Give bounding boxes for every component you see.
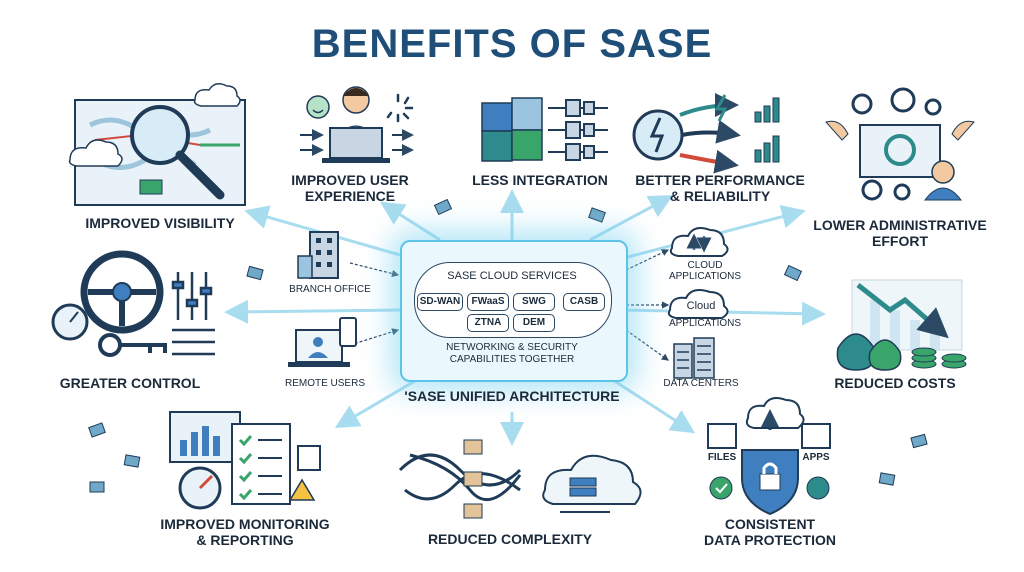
service-pill-dem: DEM	[513, 314, 555, 332]
improved-user-experience-label: IMPROVED USER EXPERIENCE	[270, 172, 430, 204]
cloud-badge-label: Cloud	[686, 300, 716, 312]
applications-cloud-icon	[667, 289, 729, 319]
apps-label: APPS	[802, 452, 830, 463]
improved-visibility-label: IMPROVED VISIBILITY	[85, 215, 235, 231]
greater-control-label: GREATER CONTROL	[59, 375, 201, 391]
branch-office-icon	[297, 231, 339, 279]
better-performance-line1: BETTER PERFORMANCE	[635, 172, 805, 188]
reduced-costs-label: REDUCED COSTS	[834, 375, 956, 391]
decorative-envelopes	[88, 198, 928, 493]
improved-monitoring-label: IMPROVED MONITORING & REPORTING	[150, 516, 340, 548]
connector-lines	[349, 249, 670, 361]
cloud-applications-label-line1: CLOUD	[687, 260, 723, 271]
lower-administrative-effort-line1: LOWER ADMINISTRATIVE	[813, 217, 987, 233]
consistent-data-protection-line2: DATA PROTECTION	[704, 532, 836, 548]
hub-caption-line2: CAPABILITIES TOGETHER	[449, 354, 575, 365]
improved-monitoring-line1: IMPROVED MONITORING	[160, 516, 330, 532]
cloud-applications-label-line2: APPLICATIONS	[668, 271, 742, 282]
improved-user-experience-line1: IMPROVED USER	[291, 172, 409, 188]
speedometer-bars-icon	[632, 93, 780, 174]
lower-administrative-effort-line2: EFFORT	[872, 233, 928, 249]
service-pill-sd-wan: SD-WAN	[417, 293, 463, 311]
better-performance-line2: & RELIABILITY	[669, 188, 771, 204]
consistent-data-protection-label: CONSISTENT DATA PROTECTION	[680, 516, 860, 548]
data-center-icon	[673, 337, 715, 379]
less-integration-label: LESS INTEGRATION	[472, 172, 608, 188]
remote-user-laptop-icon	[288, 317, 357, 367]
hub-caption-line1: NETWORKING & SECURITY	[446, 342, 578, 353]
cloud-applications-icon	[669, 227, 729, 257]
user-laptop-icon	[300, 86, 414, 163]
files-label: FILES	[707, 452, 737, 463]
applications-label: APPLICATIONS	[668, 318, 742, 329]
shield-lock-icon	[707, 397, 831, 516]
improved-user-experience-line2: EXPERIENCE	[304, 188, 396, 204]
service-pill-swg: SWG	[513, 293, 555, 311]
data-centers-label: DATA CENTERS	[663, 378, 739, 389]
branch-office-label: BRANCH OFFICE	[289, 284, 371, 295]
service-pill-fwaas: FWaaS	[467, 293, 509, 311]
page-title: BENEFITS OF SASE	[311, 22, 713, 66]
remote-users-label: REMOTE USERS	[284, 378, 365, 389]
puzzle-plugs-icon	[481, 97, 608, 162]
service-pill-ztna: ZTNA	[467, 314, 509, 332]
architecture-label: 'SASE UNIFIED ARCHITECTURE	[404, 388, 620, 404]
lower-administrative-effort-label: LOWER ADMINISTRATIVE EFFORT	[800, 217, 1000, 249]
money-chart-icon	[836, 279, 967, 371]
hub-caption: NETWORKING & SECURITY CAPABILITIES TOGET…	[400, 342, 624, 366]
steering-wheel-icon	[51, 250, 215, 357]
better-performance-label: BETTER PERFORMANCE & RELIABILITY	[620, 172, 820, 204]
report-dashboard-icon	[169, 411, 321, 510]
cloud-services-title: SASE CLOUD SERVICES	[447, 270, 577, 282]
tangled-cables-cloud-icon	[398, 439, 642, 519]
admin-dashboard-icon	[825, 87, 975, 201]
consistent-data-protection-line1: CONSISTENT	[724, 516, 816, 532]
reduced-complexity-label: REDUCED COMPLEXITY	[427, 531, 593, 547]
map-magnifier-icon	[68, 83, 246, 206]
improved-monitoring-line2: & REPORTING	[196, 532, 294, 548]
service-pill-casb: CASB	[563, 293, 605, 311]
